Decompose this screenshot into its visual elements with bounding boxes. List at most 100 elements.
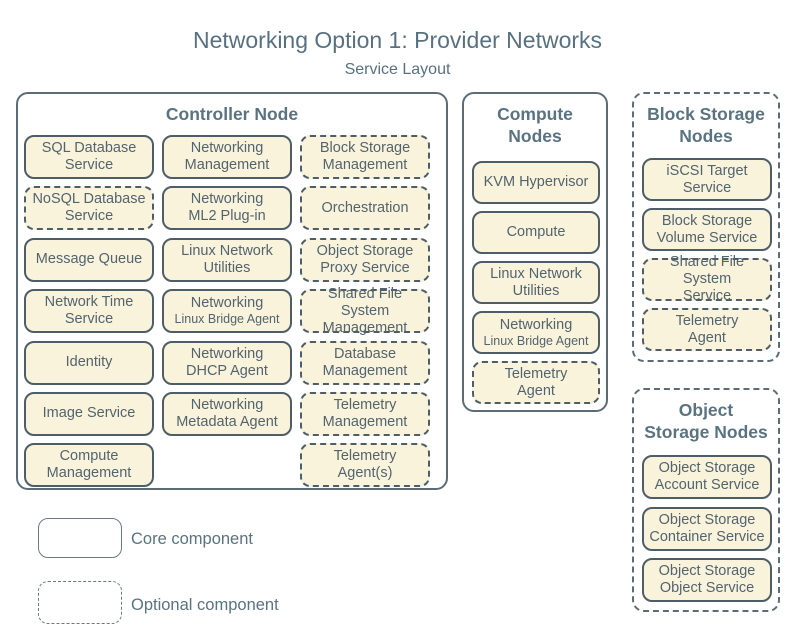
- service-label: Identity: [65, 354, 113, 371]
- service-label: Service: [682, 179, 732, 196]
- node-title-line: Compute: [497, 104, 573, 124]
- legend-optional-swatch: [38, 581, 122, 624]
- service-label: Object Service: [659, 580, 755, 596]
- service-label: Management: [322, 319, 408, 336]
- service-label: ML2 Plug-in: [188, 208, 266, 225]
- service-label: Object Storage: [316, 242, 414, 259]
- service-label: Proxy Service: [320, 259, 410, 276]
- legend-core-swatch: [38, 518, 122, 558]
- legend-core-label: Core component: [131, 530, 253, 548]
- service-label: Metadata Agent: [176, 413, 278, 430]
- service-label: Agent: [688, 329, 726, 346]
- node-title-line: Storage Nodes: [644, 422, 768, 442]
- node-title-line: Nodes: [508, 126, 562, 146]
- service-label: Image Service: [42, 405, 136, 422]
- service-label: Utilities: [203, 259, 251, 276]
- service-label: Utilities: [512, 282, 560, 299]
- service-label: Networking: [499, 316, 573, 333]
- diagram-subtitle: Service Layout: [344, 61, 451, 78]
- service-label: Linux Bridge Agent: [174, 312, 280, 327]
- service-label: SQL Database: [41, 140, 137, 156]
- service-label: Networking: [190, 140, 264, 156]
- service-label: Block Storage: [319, 140, 411, 156]
- service-label: Network Time: [44, 294, 134, 311]
- service-label: Management: [322, 413, 408, 430]
- service-label: Compute: [59, 448, 119, 465]
- service-label: Object Storage: [658, 460, 756, 476]
- service-label: Service: [64, 311, 114, 328]
- service-label: Agent(s): [337, 465, 393, 482]
- service-label: Linux Network: [181, 242, 273, 259]
- service-label: Management: [184, 157, 270, 173]
- service-label: Management: [46, 465, 132, 482]
- service-label: KVM Hypervisor: [483, 174, 589, 190]
- service-label: NoSQL Database: [32, 191, 146, 208]
- service-label: iSCSI Target: [666, 162, 748, 179]
- service-label: Object Storage: [658, 511, 756, 528]
- service-label: Linux Bridge Agent: [483, 333, 589, 348]
- node-title-line: Controller Node: [165, 104, 299, 124]
- service-label: Agent: [517, 382, 555, 399]
- service-label: Volume Service: [656, 229, 758, 246]
- service-label: Service: [64, 208, 114, 225]
- service-label: Service: [682, 288, 732, 304]
- service-label: Telemetry: [333, 396, 397, 413]
- service-box: Orchestration: [300, 186, 430, 231]
- service-label: Account Service: [654, 477, 760, 493]
- service-label: Shared File System: [327, 285, 403, 319]
- legend-optional-label: Optional component: [131, 596, 279, 614]
- service-label: Service: [64, 157, 114, 173]
- service-label: Networking: [190, 295, 264, 312]
- diagram-title: Networking Option 1: Provider Networks: [192, 27, 603, 53]
- service-label: Linux Network: [490, 265, 582, 282]
- service-box: Message Queue: [24, 237, 154, 282]
- service-label: Shared File System: [669, 254, 745, 287]
- service-label: Networking: [190, 191, 264, 208]
- service-label: Block Storage: [661, 212, 753, 229]
- service-label: Telemetry: [675, 312, 739, 329]
- service-label: Networking: [190, 396, 264, 413]
- node-title: Controller Node: [18, 94, 446, 125]
- service-label: Networking: [190, 345, 264, 362]
- service-label: Management: [322, 157, 408, 173]
- service-box: Image Service: [24, 391, 154, 436]
